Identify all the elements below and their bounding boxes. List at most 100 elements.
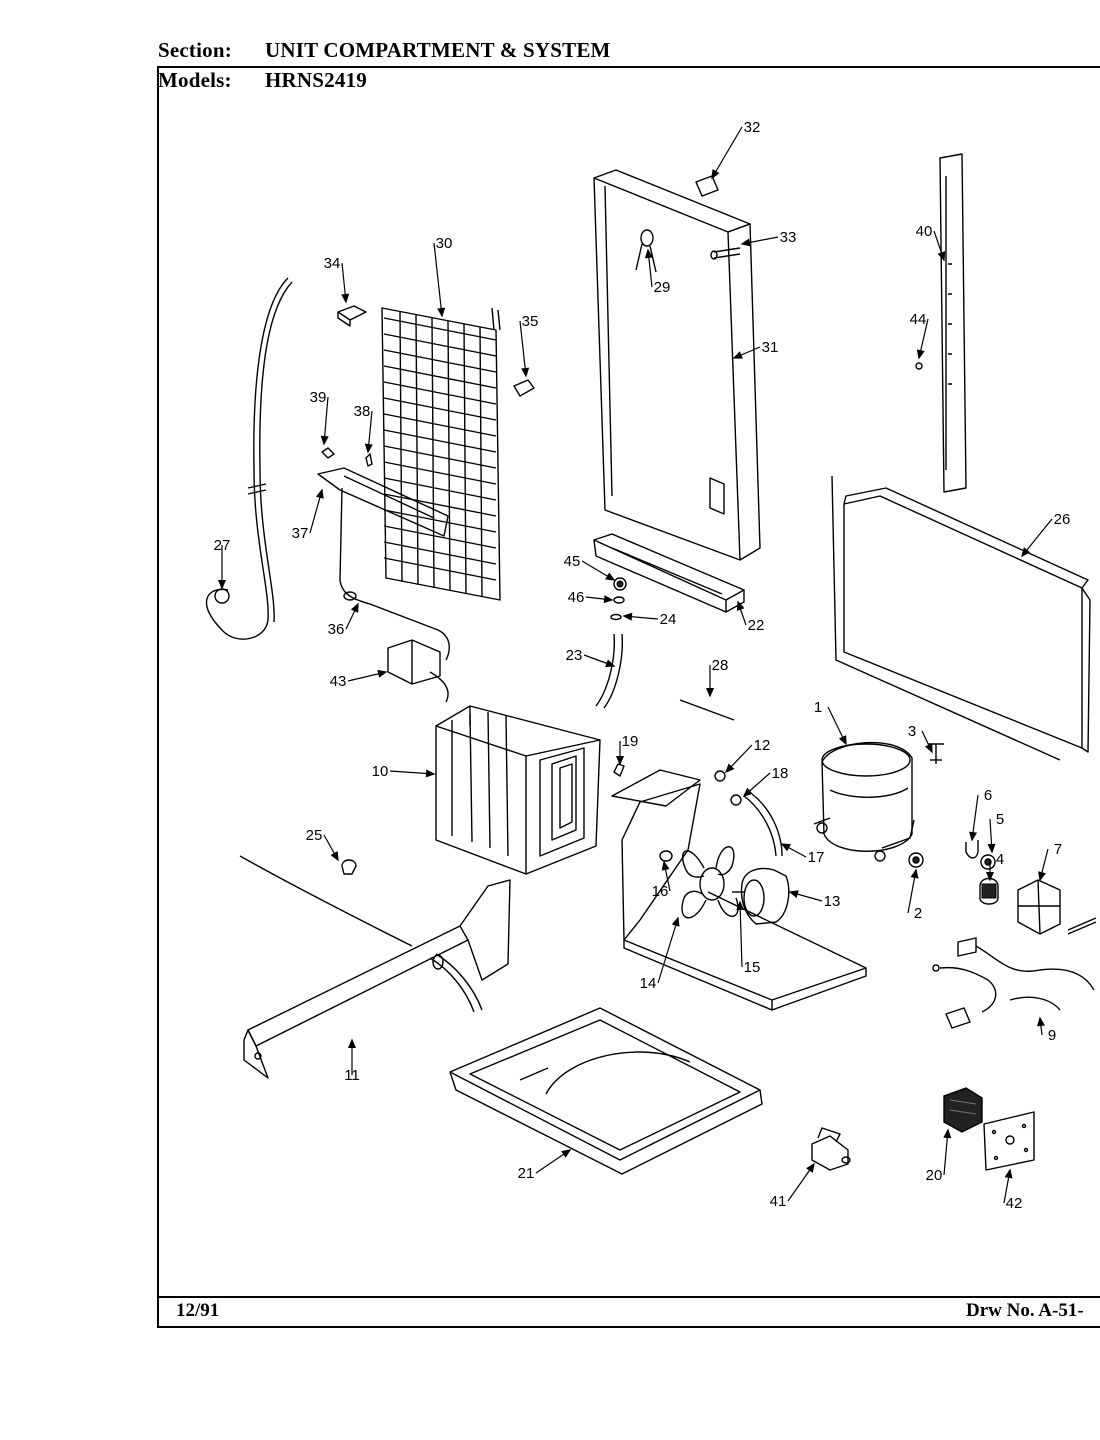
model-number: HRNS2419 xyxy=(265,68,367,92)
callout-clip-small: 35 xyxy=(522,313,539,330)
arrowhead-cover-panel xyxy=(1021,547,1031,558)
callout-cover-panel: 26 xyxy=(1054,511,1071,528)
part-air-duct xyxy=(939,153,967,493)
callout-overload-protector: 4 xyxy=(996,851,1004,868)
arrowhead-relay xyxy=(1038,871,1046,882)
callout-grommet-small: 12 xyxy=(754,737,771,754)
callout-evaporator-cover: 31 xyxy=(762,339,779,356)
part-clip-39 xyxy=(321,447,335,459)
arrowhead-drain-pan xyxy=(561,1149,572,1158)
arrowhead-clip xyxy=(987,843,996,854)
arrowhead-drain-trough xyxy=(736,600,745,611)
callout-bracket-grommet: 18 xyxy=(772,765,789,782)
arrowhead-clip-38 xyxy=(364,443,373,454)
part-clamp xyxy=(341,859,357,875)
arrowhead-wire xyxy=(705,688,715,698)
callout-heater-switch: 29 xyxy=(654,279,671,296)
part-fan-shroud xyxy=(611,769,867,1011)
callout-capacitor: 20 xyxy=(926,1167,943,1184)
arrowhead-power-cord xyxy=(1036,1016,1045,1027)
part-overload-core xyxy=(981,883,997,899)
part-nut-core xyxy=(616,580,624,588)
part-power-cord xyxy=(932,937,1095,1029)
part-capacitor xyxy=(943,1087,983,1133)
callout-wire: 28 xyxy=(712,657,729,674)
part-pin xyxy=(710,247,741,260)
callout-fan-motor: 13 xyxy=(824,893,841,910)
part-overload-protector xyxy=(979,877,999,905)
arrowhead-fan-blade xyxy=(671,916,680,927)
callout-fan-blade: 14 xyxy=(640,975,657,992)
arrowhead-gasket xyxy=(603,595,614,604)
part-defrost-timer xyxy=(387,639,449,703)
callout-gasket: 46 xyxy=(568,589,585,606)
callout-condenser: 10 xyxy=(372,763,389,780)
arrowhead-capacitor-bracket xyxy=(806,1162,815,1173)
callout-drain-pan: 21 xyxy=(518,1165,535,1182)
callout-capacitor-bracket: 41 xyxy=(770,1193,787,1210)
part-mounting-plate xyxy=(983,1111,1035,1171)
drawing-number: Drw No. A-51- xyxy=(966,1300,1084,1321)
part-relay xyxy=(1017,879,1097,935)
arrowhead-clip-39 xyxy=(320,435,329,446)
models-label: Models: xyxy=(158,68,232,92)
part-clip-spring xyxy=(965,840,979,859)
callout-baffle: 11 xyxy=(344,1067,360,1084)
part-defrost-heater xyxy=(339,487,450,661)
part-drain-pan xyxy=(449,1007,763,1175)
part-drain-tube-upper xyxy=(595,633,624,709)
arrowhead-clip-small xyxy=(521,367,530,378)
arrowhead-capacitor xyxy=(943,1128,952,1139)
callout-heater-bracket: 37 xyxy=(292,525,309,542)
arrowhead-drain-tube xyxy=(605,659,616,668)
part-fan-motor xyxy=(732,867,790,925)
callout-mounting-stud: 3 xyxy=(908,723,916,740)
callout-power-cord: 9 xyxy=(1048,1027,1056,1044)
callout-insulation-block: 34 xyxy=(324,255,341,272)
callout-drain-trough: 22 xyxy=(748,617,765,634)
callout-drain-tube: 23 xyxy=(566,647,583,664)
part-washer xyxy=(610,613,622,621)
arrowhead-grommet-small xyxy=(724,763,735,774)
arrowhead-pin xyxy=(740,238,751,247)
callout-washer: 24 xyxy=(660,611,677,628)
arrowhead-heater-bracket xyxy=(315,488,324,499)
arrowhead-screw-clip xyxy=(615,756,625,766)
arrowhead-mounting-plate xyxy=(1004,1168,1013,1179)
part-clip-38 xyxy=(365,453,373,467)
part-thermostat-capillary xyxy=(205,277,293,640)
footer-rule xyxy=(157,1296,1100,1298)
arrowhead-bracket-grommet xyxy=(742,787,753,798)
callout-clip-39: 39 xyxy=(310,389,327,406)
leader-fan-blade xyxy=(657,917,679,984)
callout-clip-38: 38 xyxy=(354,403,371,420)
arrowhead-air-duct xyxy=(937,251,946,262)
part-capacitor-bracket xyxy=(811,1127,851,1171)
section-label: Section: xyxy=(158,38,232,62)
callout-motor-grommet: 16 xyxy=(652,883,669,900)
callout-mounting-plate: 42 xyxy=(1006,1195,1023,1212)
leader-evaporator xyxy=(433,242,443,317)
part-wire xyxy=(679,699,735,721)
part-evaporator-cover xyxy=(593,169,761,561)
arrowhead-clamp xyxy=(330,851,339,862)
arrowhead-baffle xyxy=(347,1038,357,1048)
callout-relay: 7 xyxy=(1054,841,1062,858)
arrowhead-grommet xyxy=(910,868,919,879)
leader-clip-small xyxy=(519,320,527,377)
callout-air-duct: 40 xyxy=(916,223,933,240)
callout-screw: 44 xyxy=(910,311,927,328)
part-gasket xyxy=(613,596,625,604)
part-compressor xyxy=(813,741,915,862)
diagram-frame xyxy=(157,66,1100,1328)
arrowhead-condenser xyxy=(425,769,436,778)
callout-shaft-nut: 15 xyxy=(744,959,761,976)
part-heater-switch xyxy=(635,229,657,273)
callout-thermostat-capillary: 27 xyxy=(214,537,231,554)
part-heater-bracket xyxy=(317,467,449,537)
callout-nut: 45 xyxy=(564,553,581,570)
arrowhead-clip-spring xyxy=(969,831,978,842)
part-insulation-block xyxy=(337,305,367,327)
arrowhead-evaporator-cover xyxy=(732,351,743,359)
